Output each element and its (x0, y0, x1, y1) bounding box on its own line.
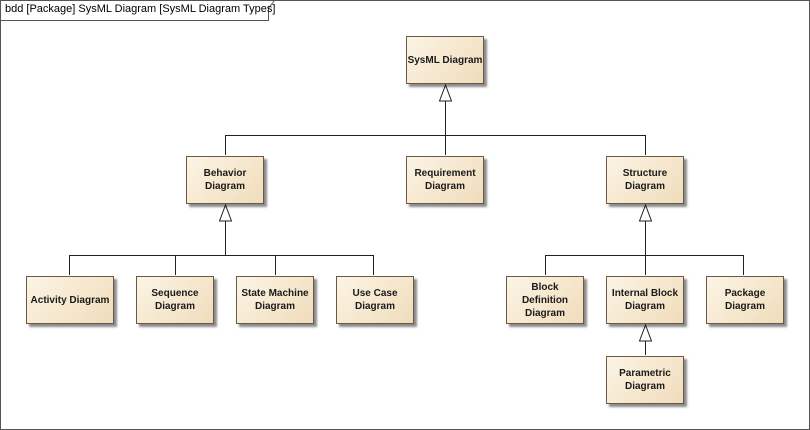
edge-behavior-sysml (225, 135, 446, 155)
edge-structure-sysml (445, 135, 646, 155)
block-internal-block-diagram[interactable]: Internal Block Diagram (606, 276, 684, 324)
block-label: Sequence Diagram (151, 288, 199, 312)
block-label: Block Definition Diagram (521, 281, 569, 319)
generalization-arrowhead-behavior (218, 203, 233, 222)
block-sysml-diagram[interactable]: SysML Diagram (406, 36, 484, 84)
block-behavior-diagram[interactable]: Behavior Diagram (186, 156, 264, 204)
block-use-case-diagram[interactable]: Use Case Diagram (336, 276, 414, 324)
frame-header-title: bdd [Package] SysML Diagram [SysML Diagr… (5, 3, 276, 15)
block-structure-diagram[interactable]: Structure Diagram (606, 156, 684, 204)
block-label: Requirement Diagram (414, 168, 476, 192)
block-label: Use Case Diagram (352, 288, 398, 312)
block-label: Behavior Diagram (203, 168, 247, 192)
block-label: SysML Diagram (407, 54, 483, 66)
edge-sequence-behavior (175, 255, 226, 275)
edge-statemachine-behavior (225, 255, 276, 275)
block-package-diagram[interactable]: Package Diagram (706, 276, 784, 324)
generalization-arrowhead-sysml (438, 83, 453, 102)
frame-header-tab (0, 0, 276, 21)
edge-blockdef-structure (545, 255, 646, 275)
edge-package-structure (645, 255, 744, 275)
edge-activity-behavior (69, 255, 226, 275)
block-sequence-diagram[interactable]: Sequence Diagram (136, 276, 214, 324)
block-label: Internal Block Diagram (611, 288, 679, 312)
block-label: State Machine Diagram (241, 288, 309, 312)
edge-usecase-behavior (225, 221, 374, 275)
block-activity-diagram[interactable]: Activity Diagram (26, 276, 114, 324)
block-label: Structure Diagram (622, 168, 668, 192)
block-label: Package Diagram (724, 288, 766, 312)
block-parametric-diagram[interactable]: Parametric Diagram (606, 356, 684, 404)
generalization-arrowhead-internalblock (638, 323, 653, 342)
generalization-arrowhead-structure (638, 203, 653, 222)
block-label: Activity Diagram (30, 294, 110, 306)
block-state-machine-diagram[interactable]: State Machine Diagram (236, 276, 314, 324)
block-requirement-diagram[interactable]: Requirement Diagram (406, 156, 484, 204)
block-block-definition-diagram[interactable]: Block Definition Diagram (506, 276, 584, 324)
block-label: Parametric Diagram (619, 368, 671, 392)
